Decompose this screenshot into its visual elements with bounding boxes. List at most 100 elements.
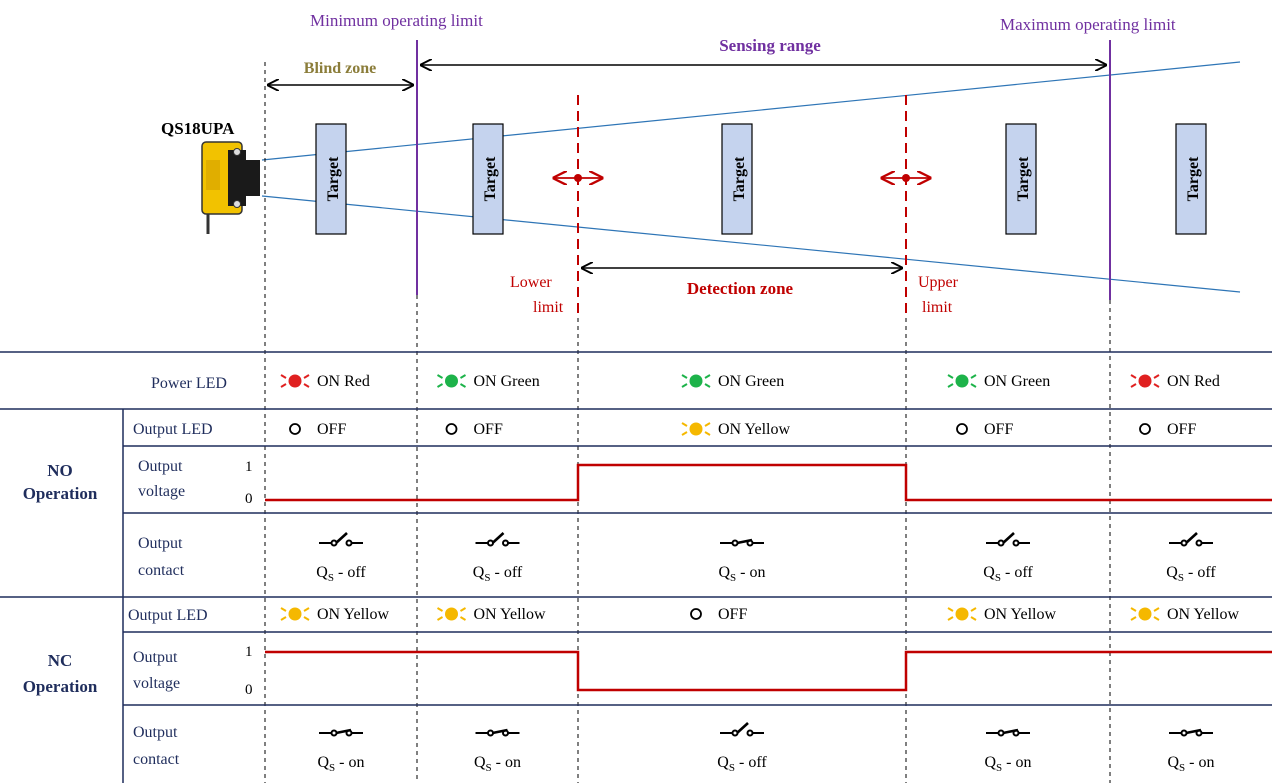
nc-level-high: 1 [245,644,253,660]
no-output-led-text-2: OFF [474,421,503,438]
upper-limit-label-1: Upper [918,274,959,291]
zone-divider-lines [264,62,1111,783]
no-output-led-off-icon-4 [956,423,968,435]
power-led-text-3: ON Green [718,373,784,390]
power-led-label: Power LED [151,375,227,392]
no-contact-label-2: contact [138,562,185,579]
nc-contact-switch-icon-3 [720,722,764,737]
no-output-led-off-icon-5 [1139,423,1151,435]
no-output-led-label: Output LED [133,421,213,438]
nc-output-led-yellow-icon-4 [947,607,977,621]
nc-output-led-text-2: ON Yellow [474,606,546,623]
nc-output-led-yellow-icon-5 [1130,607,1160,621]
power-led-red-icon-1 [280,374,310,388]
no-output-led-text-3: ON Yellow [718,421,790,438]
no-level-low: 0 [245,491,253,507]
sensor-label: QS18UPA [161,119,235,138]
no-contact-label-5: QS - off [1166,564,1216,584]
no-operation-title-1: NO [47,461,73,480]
nc-operation-title-1: NC [48,651,73,670]
beam-lower [261,195,1241,293]
nc-contact-switch-icon-4 [986,728,1030,737]
no-contact-switch-icon-1 [319,532,363,547]
min-limit-label: Minimum operating limit [310,11,483,30]
no-contact-label-4: QS - off [983,564,1033,584]
svg-text:Target: Target [731,156,748,201]
nc-level-low: 0 [245,682,253,698]
upper-limit-label-2: limit [922,299,953,316]
power-led-text-4: ON Green [984,373,1050,390]
target-4: Target [1005,123,1037,235]
no-level-high: 1 [245,459,253,475]
svg-text:Target: Target [482,156,499,201]
nc-contact-label-1: QS - on [317,754,364,774]
blind-zone-label: Blind zone [304,60,376,77]
lower-limit-label-1: Lower [510,274,552,291]
nc-contact-switch-icon-1 [319,728,363,737]
no-contact-label-1: QS - off [316,564,366,584]
no-contact-label-2: QS - off [473,564,523,584]
nc-output-led-yellow-icon-1 [280,607,310,621]
svg-text:Target: Target [1015,156,1032,201]
nc-contact-switch-icon-5 [1169,728,1213,737]
nc-output-led-label: Output LED [128,607,208,624]
no-output-led-text-1: OFF [317,421,346,438]
nc-contact-label-1: Output [133,724,178,741]
no-voltage-waveform [265,463,1272,502]
nc-operation-title-2: Operation [23,677,98,696]
power-led-red-icon-5 [1130,374,1160,388]
no-contact-label-1: Output [138,535,183,552]
power-led-text-5: ON Red [1167,373,1220,390]
nc-output-led-off-icon-3 [690,608,702,620]
target-5: Target [1175,123,1207,235]
power-led-green-icon-3 [681,374,711,388]
no-output-led-yellow-icon-3 [681,422,711,436]
nc-output-led-text-5: ON Yellow [1167,606,1239,623]
nc-contact-label-2: contact [133,751,180,768]
no-contact-switch-icon-5 [1169,532,1213,547]
nc-contact-label-2: QS - on [474,754,521,774]
power-led-green-icon-4 [947,374,977,388]
target-1: Target [315,123,347,235]
no-voltage-label-2: voltage [138,483,185,500]
lower-limit-adjust-marker [554,174,602,182]
power-led-text-2: ON Green [474,373,540,390]
power-led-green-icon-2 [436,374,467,388]
nc-voltage-label-2: voltage [133,675,180,692]
nc-contact-label-5: QS - on [1167,754,1214,774]
no-output-led-off-icon-2 [445,423,458,435]
no-voltage-label-1: Output [138,458,183,475]
nc-output-led-yellow-icon-2 [436,607,467,621]
no-contact-switch-icon-3 [720,538,764,547]
sensing-range-label: Sensing range [719,36,821,55]
nc-output-led-text-1: ON Yellow [317,606,389,623]
upper-limit-adjust-marker [882,174,930,182]
svg-text:Target: Target [325,156,342,201]
nc-output-led-text-3: OFF [718,606,747,623]
no-output-led-off-icon-1 [289,423,301,435]
max-limit-label: Maximum operating limit [1000,15,1176,34]
lower-limit-label-2: limit [533,299,564,316]
beam-upper [261,61,1241,161]
nc-contact-label-4: QS - on [984,754,1031,774]
nc-voltage-label-1: Output [133,649,178,666]
nc-voltage-waveform [265,650,1272,692]
target-3: Target [721,123,753,235]
nc-contact-label-3: QS - off [717,754,767,774]
nc-contact-switch-icon-2 [475,728,520,737]
no-output-led-text-4: OFF [984,421,1013,438]
nc-output-led-text-4: ON Yellow [984,606,1056,623]
no-contact-switch-icon-4 [986,532,1030,547]
svg-text:Target: Target [1185,156,1202,201]
table-grid [0,351,1272,783]
detection-zone-label: Detection zone [687,279,794,298]
sensor-icon [201,141,260,234]
no-contact-label-3: QS - on [718,564,765,584]
power-led-text-1: ON Red [317,373,370,390]
no-output-led-text-5: OFF [1167,421,1196,438]
target-2: Target [472,123,504,235]
no-operation-title-2: Operation [23,484,98,503]
no-contact-switch-icon-2 [475,532,520,547]
